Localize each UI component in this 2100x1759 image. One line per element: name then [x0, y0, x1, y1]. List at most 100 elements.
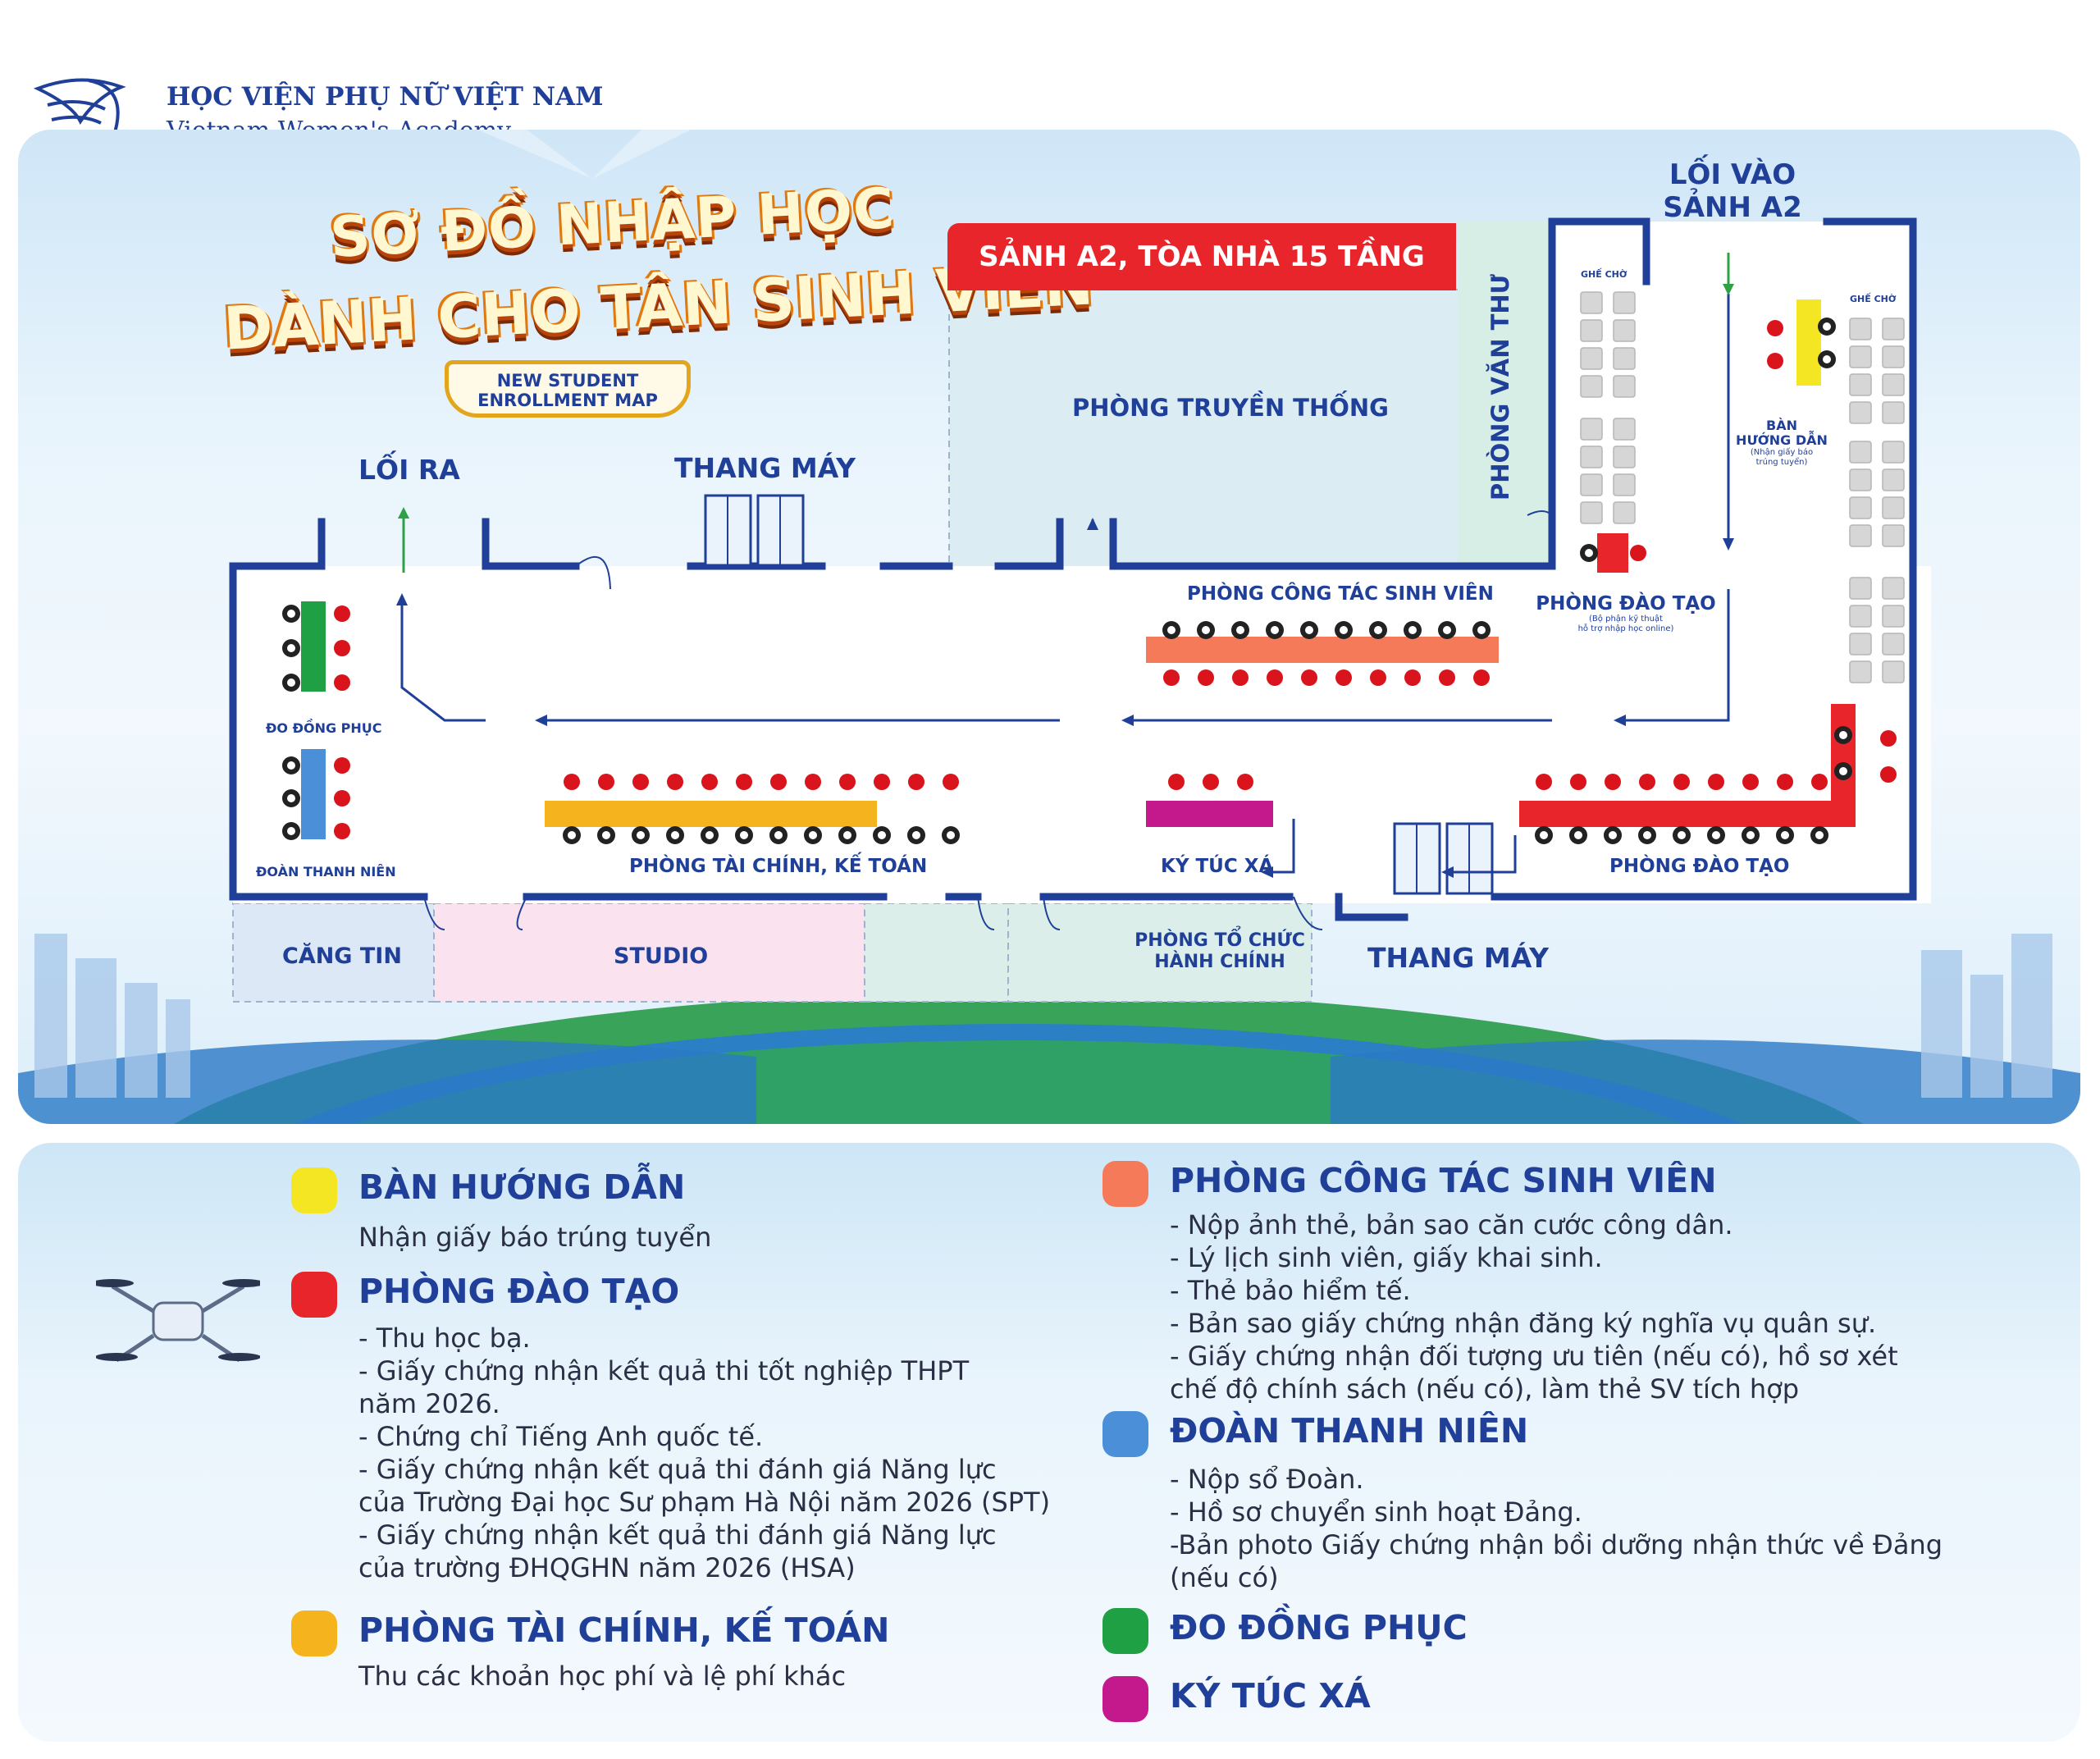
training-upper-label: PHÒNG ĐÀO TẠO (Bộ phận kỹ thuật hỗ trợ n… [1536, 593, 1716, 633]
visitor-seat [1168, 774, 1185, 790]
staff-seat [282, 789, 300, 807]
visitor-seat [1570, 774, 1586, 790]
legend-training-title: PHÒNG ĐÀO TẠO [358, 1272, 680, 1311]
staff-seat [838, 826, 856, 844]
visitor-seat [667, 774, 683, 790]
staff-seat [1535, 826, 1553, 844]
waiting-chair [1882, 401, 1905, 424]
tradition-room-label: PHÒNG TRUYỀN THỐNG [1072, 394, 1389, 422]
waiting-chair [1613, 445, 1636, 468]
visitor-seat [701, 774, 718, 790]
staff-seat [1369, 621, 1387, 639]
staff-seat [1197, 621, 1215, 639]
waiting-chair [1580, 418, 1603, 441]
waiting-chair [1849, 401, 1872, 424]
finance-label: PHÒNG TÀI CHÍNH, KẾ TOÁN [629, 856, 928, 877]
visitor-seat [1301, 669, 1317, 686]
title-banner: SƠ ĐỒ NHẬP HỌC DÀNH CHO TÂN SINH VIÊN NE… [222, 175, 1095, 437]
waiting-chair [1849, 605, 1872, 628]
visitor-seat [1404, 669, 1421, 686]
waiting-chair [1580, 501, 1603, 524]
visitor-seat [1777, 774, 1793, 790]
waiting-chair [1849, 660, 1872, 683]
visitor-seat [334, 605, 350, 622]
staff-seat [1231, 621, 1249, 639]
legend-training-text: - Thu học bạ. - Giấy chứng nhận kết quả … [358, 1323, 1051, 1583]
visitor-seat [1335, 669, 1352, 686]
uniform-desk [301, 601, 326, 692]
visitor-seat [874, 774, 890, 790]
title-subtitle: NEW STUDENT ENROLLMENT MAP [445, 360, 691, 418]
visitor-seat [1439, 669, 1455, 686]
waiting-chair [1613, 418, 1636, 441]
staff-seat [1818, 350, 1836, 368]
waiting-chair [1849, 441, 1872, 464]
staff-seat [1638, 826, 1656, 844]
waiting-chair [1849, 318, 1872, 340]
waiting-chair [1849, 633, 1872, 656]
waiting-chair [1882, 633, 1905, 656]
waiting-chair [1580, 291, 1603, 314]
visitor-seat [1673, 774, 1690, 790]
visitor-seat [1767, 320, 1783, 336]
visitor-seat [805, 774, 821, 790]
staff-seat [873, 826, 891, 844]
visitor-seat [1237, 774, 1253, 790]
legend-youth-union-swatch [1102, 1411, 1148, 1457]
staff-seat [1404, 621, 1422, 639]
visitor-seat [1630, 545, 1646, 561]
drone-icon [96, 1279, 260, 1363]
exit-label: LỐI RA [358, 454, 460, 486]
legend-uniform-swatch [1102, 1608, 1148, 1654]
staff-seat [769, 826, 788, 844]
visitor-seat [334, 790, 350, 806]
staff-seat [1742, 826, 1760, 844]
visitor-seat [1232, 669, 1249, 686]
title-line1: SƠ ĐỒ NHẬP HỌC [328, 176, 897, 271]
staff-seat [942, 826, 960, 844]
waiting-chair [1849, 468, 1872, 491]
youth-union-desk [301, 749, 326, 839]
waiting-chair [1580, 375, 1603, 398]
youth-union-label: ĐOÀN THANH NIÊN [256, 864, 396, 880]
staff-seat [735, 826, 753, 844]
waiting-chair [1882, 345, 1905, 368]
canteen-label: CĂNG TIN [282, 943, 402, 969]
waiting-chair [1882, 524, 1905, 547]
waiting-chair [1849, 496, 1872, 519]
legend-dormitory-title: KÝ TÚC XÁ [1170, 1676, 1371, 1716]
staff-seat [282, 605, 300, 623]
visitor-seat [1880, 730, 1897, 747]
staff-seat [282, 639, 300, 657]
training-desk-upper [1597, 533, 1628, 573]
staff-seat [1604, 826, 1622, 844]
waiting-chair [1882, 318, 1905, 340]
legend-finance-text: Thu các khoản học phí và lệ phí khác [358, 1661, 847, 1692]
waiting-chair [1613, 473, 1636, 496]
staff-seat [1776, 826, 1794, 844]
staff-seat [1335, 621, 1353, 639]
waiting-chair [1882, 496, 1905, 519]
staff-seat [1569, 826, 1587, 844]
lobby-banner: SẢNH A2, TÒA NHÀ 15 TẦNG [947, 223, 1456, 290]
legend-training-swatch [291, 1272, 337, 1318]
waiting-chairs-right-label: GHẾ CHỜ [1850, 294, 1897, 304]
staff-seat [804, 826, 822, 844]
visitor-seat [334, 823, 350, 839]
floor-plan [18, 130, 2080, 1124]
legend-student-affairs-title: PHÒNG CÔNG TÁC SINH VIÊN [1170, 1161, 1717, 1200]
visitor-seat [908, 774, 924, 790]
waiting-chair [1613, 291, 1636, 314]
student-affairs-label: PHÒNG CÔNG TÁC SINH VIÊN [1187, 583, 1494, 605]
visitor-seat [1203, 774, 1219, 790]
city-left-icon [34, 934, 190, 1098]
staff-seat [1834, 726, 1852, 744]
waiting-chair [1849, 577, 1872, 600]
visitor-seat [1198, 669, 1214, 686]
visitor-seat [1880, 766, 1897, 783]
staff-seat [1438, 621, 1456, 639]
staff-seat [282, 674, 300, 692]
